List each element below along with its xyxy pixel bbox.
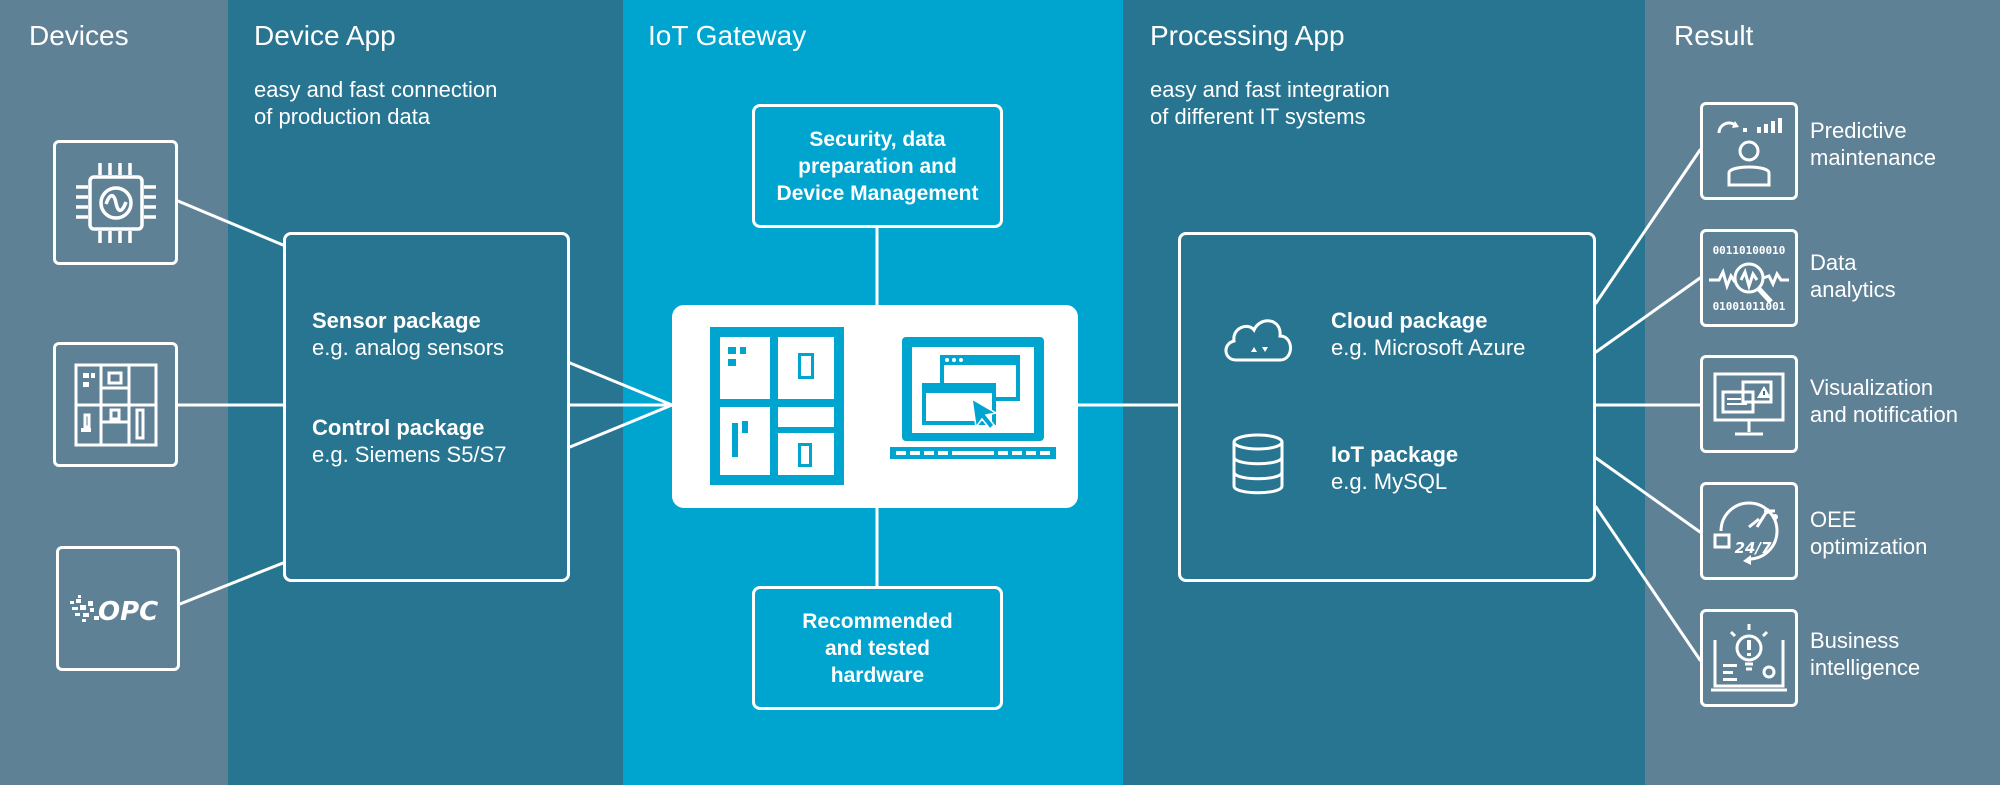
security-box-line3: Device Management <box>776 181 979 205</box>
control-cabinet-icon <box>74 363 157 446</box>
connector-processing-to-analytics <box>1594 276 1702 354</box>
connector-device-app-to-panel-c <box>568 403 674 449</box>
result-oee-optimization: 24/7 <box>1700 482 1798 580</box>
result-business-intelligence <box>1700 609 1798 707</box>
predictive-maintenance-label-line1: Predictive <box>1810 118 1907 143</box>
device-app-subtitle: easy and fast connection of production d… <box>254 76 497 130</box>
database-icon <box>1232 433 1284 495</box>
cloud-icon <box>1224 319 1292 362</box>
gateway-panel <box>672 305 1078 508</box>
processing-app-subtitle-line1: easy and fast integration <box>1150 77 1390 102</box>
cloud-package: Cloud package e.g. Microsoft Azure <box>1331 307 1525 361</box>
processing-app-subtitle-line2: of different IT systems <box>1150 104 1366 129</box>
hardware-box-line3: hardware <box>830 663 925 687</box>
cloud-package-subtitle: e.g. Microsoft Azure <box>1331 335 1526 360</box>
device-app-column-title: Device App <box>254 20 396 51</box>
processing-app-package-box <box>1178 232 1596 582</box>
devices-column: Devices <box>0 0 228 785</box>
predictive-maintenance-label-line2: maintenance <box>1810 145 1936 170</box>
control-package-title: Control package <box>312 415 485 440</box>
connector-processing-to-bi <box>1594 505 1702 662</box>
result-column-title: Result <box>1674 20 1754 51</box>
security-box-line2: preparation and <box>798 154 957 178</box>
devices-column-title: Devices <box>29 20 129 51</box>
hardware-box-line1: Recommended <box>802 609 953 633</box>
cloud-package-title: Cloud package <box>1331 308 1488 333</box>
result-predictive-maintenance <box>1700 102 1798 200</box>
connector-opc-to-device-app <box>178 561 285 606</box>
iot-package-subtitle: e.g. MySQL <box>1331 469 1448 494</box>
opc-logo-text: OPC <box>98 597 158 627</box>
business-intelligence-icon <box>1711 624 1787 692</box>
data-analytics-binary-bottom: 01001011001 <box>1713 300 1786 313</box>
sensor-package-subtitle: e.g. analog sensors <box>312 335 505 360</box>
device-app-package-box <box>283 232 570 582</box>
oee-icon: 24/7 <box>1713 501 1779 565</box>
opc-logo-icon: OPC <box>70 594 158 627</box>
device-control-cabinet <box>53 342 178 467</box>
iot-package: IoT package e.g. MySQL <box>1331 441 1458 495</box>
iot-package-title: IoT package <box>1331 442 1459 467</box>
visualization-label: Visualization and notification <box>1810 374 1958 428</box>
control-cabinet-icon <box>710 327 844 485</box>
data-analytics-label: Data analytics <box>1810 249 1896 303</box>
device-chip-sensor <box>53 140 178 265</box>
chip-sensor-icon <box>75 162 156 243</box>
device-app-subtitle-line2: of production data <box>254 104 431 129</box>
hardware-box-line2: and tested <box>824 636 930 660</box>
security-box-line1: Security, data <box>809 127 946 151</box>
business-intelligence-label-line2: intelligence <box>1810 655 1921 680</box>
laptop-icon <box>890 337 1056 459</box>
data-analytics-icon: 00110100010 01001011001 <box>1709 244 1789 313</box>
control-package: Control package e.g. Siemens S5/S7 <box>312 414 506 468</box>
processing-app-column: Processing App easy and fast integration… <box>1123 0 1645 785</box>
business-intelligence-label-line1: Business <box>1810 628 1900 653</box>
device-opc: OPC <box>56 546 180 671</box>
connector-processing-to-oee <box>1594 456 1702 534</box>
predictive-maintenance-label: Predictive maintenance <box>1810 117 1936 171</box>
oee-optimization-label-line2: optimization <box>1810 534 1928 559</box>
data-analytics-binary-top: 00110100010 <box>1713 244 1786 257</box>
predictive-maintenance-icon <box>1717 118 1782 187</box>
connector-processing-to-predictive <box>1594 148 1702 305</box>
sensor-package-title: Sensor package <box>312 308 481 333</box>
result-visualization <box>1700 355 1798 453</box>
iot-gateway-column-title: IoT Gateway <box>648 20 807 51</box>
oee-optimization-label-line1: OEE <box>1810 507 1857 532</box>
business-intelligence-label: Business intelligence <box>1810 627 1920 681</box>
device-app-subtitle-line1: easy and fast connection <box>254 77 498 102</box>
oee-optimization-label: OEE optimization <box>1810 506 1927 560</box>
processing-app-subtitle: easy and fast integration of different I… <box>1150 76 1390 130</box>
data-analytics-label-line2: analytics <box>1810 277 1896 302</box>
result-data-analytics: 00110100010 01001011001 <box>1700 229 1798 327</box>
gateway-panel-icons <box>710 327 1056 485</box>
device-app-column: Device App easy and fast connection of p… <box>228 0 623 785</box>
visualization-label-line2: and notification <box>1810 402 1958 427</box>
data-analytics-label-line1: Data <box>1810 250 1857 275</box>
visualization-icon <box>1713 372 1785 436</box>
control-package-subtitle: e.g. Siemens S5/S7 <box>312 442 507 467</box>
recommended-hardware-box: Recommended and tested hardware <box>752 586 1003 710</box>
sensor-package: Sensor package e.g. analog sensors <box>312 307 504 361</box>
result-column: Result <box>1645 0 2000 785</box>
connector-device-app-to-panel-a <box>568 361 674 407</box>
connector-chip-to-device-app <box>176 199 285 247</box>
security-device-management-box: Security, data preparation and Device Ma… <box>752 104 1003 228</box>
oee-badge-text: 24/7 <box>1735 539 1772 557</box>
visualization-label-line1: Visualization <box>1810 375 1934 400</box>
processing-app-column-title: Processing App <box>1150 20 1345 51</box>
